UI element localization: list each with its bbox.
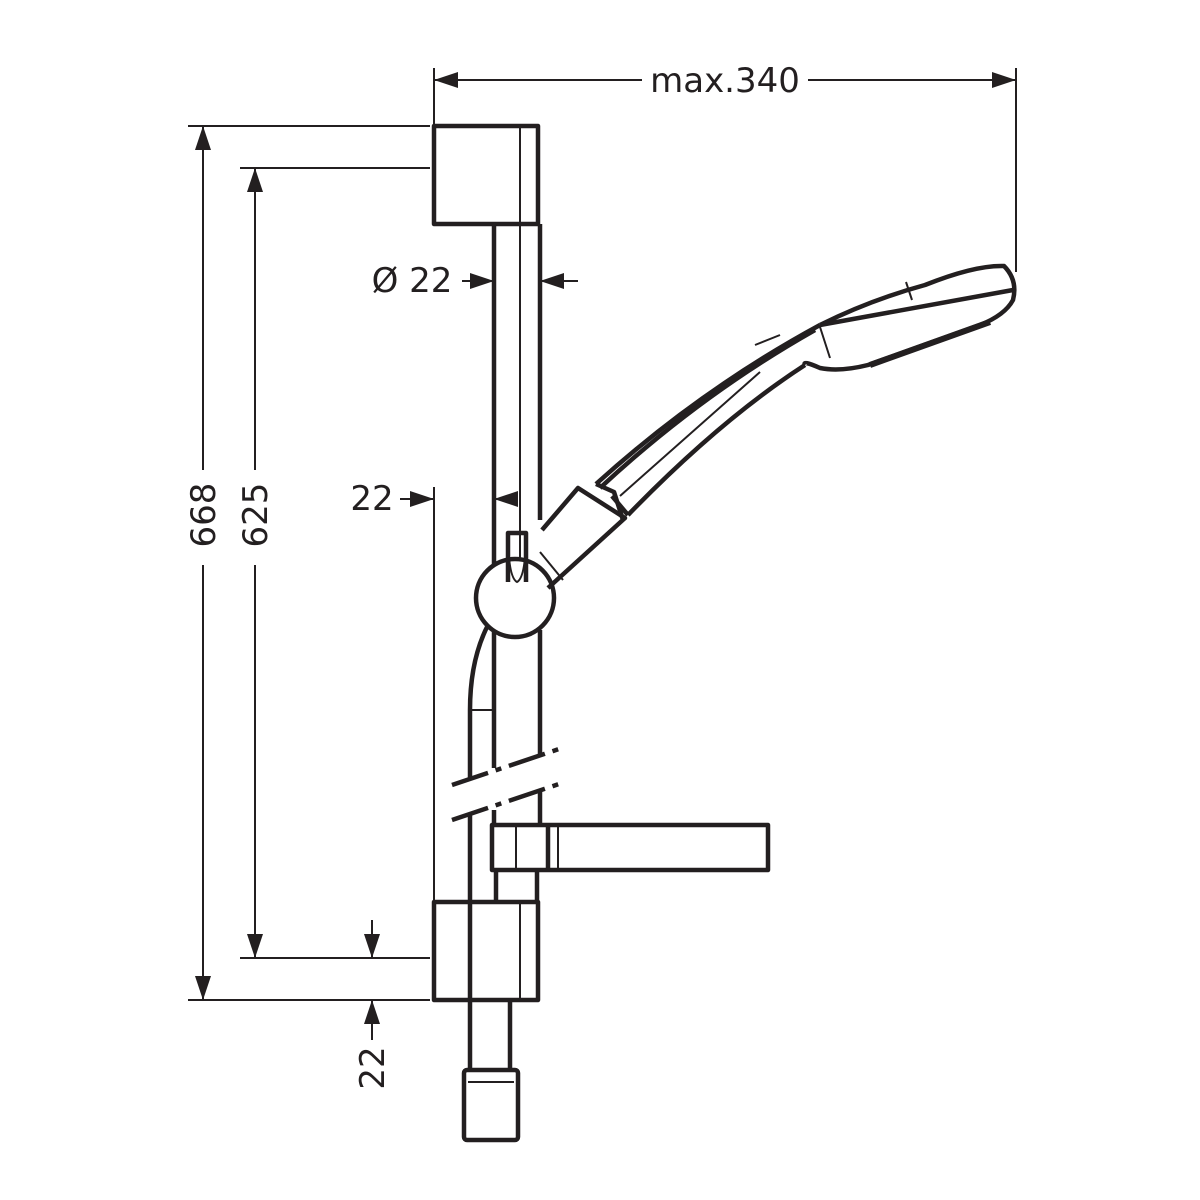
hose-offset-label: 22 <box>350 479 393 519</box>
slider <box>473 485 628 640</box>
width-label: max.340 <box>650 61 800 101</box>
bottom-offset-dimension: 22 <box>353 920 393 1090</box>
diameter-label: Ø 22 <box>372 261 453 301</box>
width-dimension: max.340 <box>433 61 1017 272</box>
diameter-dimension: Ø 22 <box>372 261 578 301</box>
soap-dish <box>489 822 771 873</box>
hose-connector <box>461 1067 521 1143</box>
height-rail-dimension: 625 <box>236 167 430 959</box>
top-wall-bracket <box>431 123 541 227</box>
height-total-dimension: 668 <box>184 125 430 1001</box>
bottom-offset-label: 22 <box>353 1046 393 1089</box>
shower-rail <box>431 123 771 1143</box>
height-rail-label: 625 <box>236 483 276 548</box>
bottom-wall-bracket <box>431 899 541 1003</box>
height-total-label: 668 <box>184 483 224 548</box>
hand-shower <box>594 263 1017 521</box>
